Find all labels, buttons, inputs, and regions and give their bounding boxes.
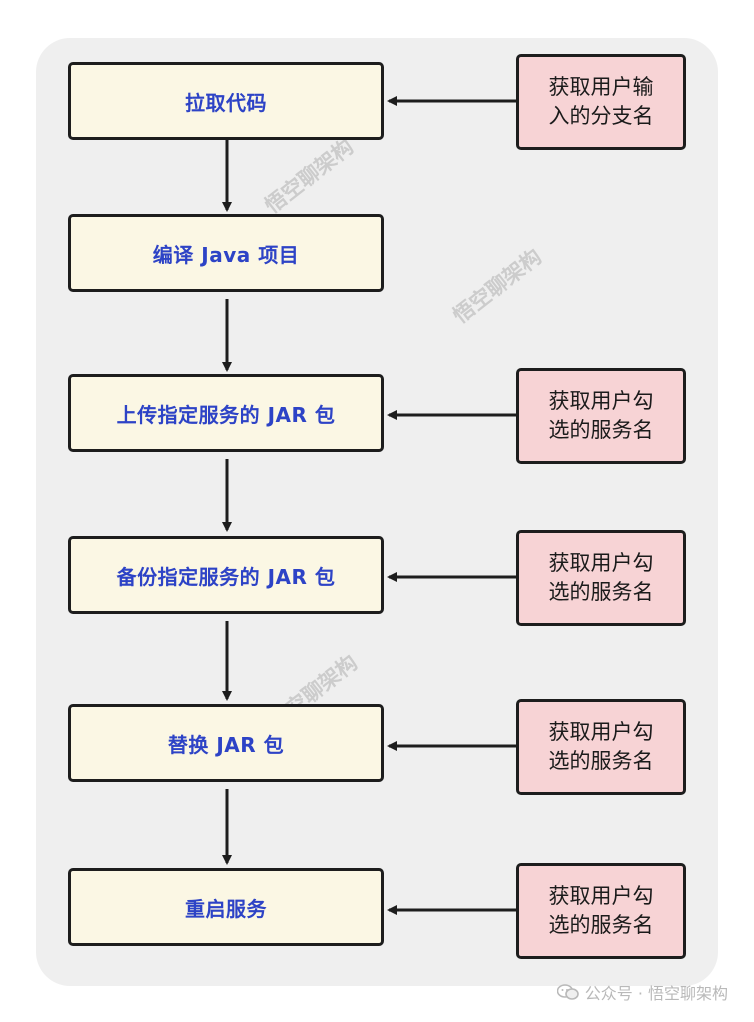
input-line: 获取用户输 [548, 75, 654, 99]
input-service-name: 获取用户勾 选的服务名 [516, 530, 686, 626]
input-service-name: 获取用户勾 选的服务名 [516, 699, 686, 795]
step-backup-jar: 备份指定服务的 JAR 包 [68, 536, 384, 614]
input-line: 获取用户勾 [548, 551, 654, 575]
footer-attribution: 公众号 · 悟空聊架构 [556, 980, 728, 1004]
input-line: 选的服务名 [548, 418, 654, 442]
wechat-icon [556, 984, 579, 1000]
input-line: 获取用户勾 [548, 389, 654, 413]
step-replace-jar: 替换 JAR 包 [68, 704, 384, 782]
input-branch-name: 获取用户输 入的分支名 [516, 54, 686, 150]
step-pull-code: 拉取代码 [68, 62, 384, 140]
input-line: 选的服务名 [548, 913, 654, 937]
input-service-name: 获取用户勾 选的服务名 [516, 863, 686, 959]
input-line: 入的分支名 [548, 104, 654, 128]
footer-text: 公众号 · 悟空聊架构 [584, 984, 728, 1003]
input-service-name: 获取用户勾 选的服务名 [516, 368, 686, 464]
input-line: 获取用户勾 [548, 720, 654, 744]
diagram-panel [36, 38, 718, 986]
step-compile-java: 编译 Java 项目 [68, 214, 384, 292]
step-restart-service: 重启服务 [68, 868, 384, 946]
input-line: 获取用户勾 [548, 884, 654, 908]
step-upload-jar: 上传指定服务的 JAR 包 [68, 374, 384, 452]
input-line: 选的服务名 [548, 749, 654, 773]
input-line: 选的服务名 [548, 580, 654, 604]
